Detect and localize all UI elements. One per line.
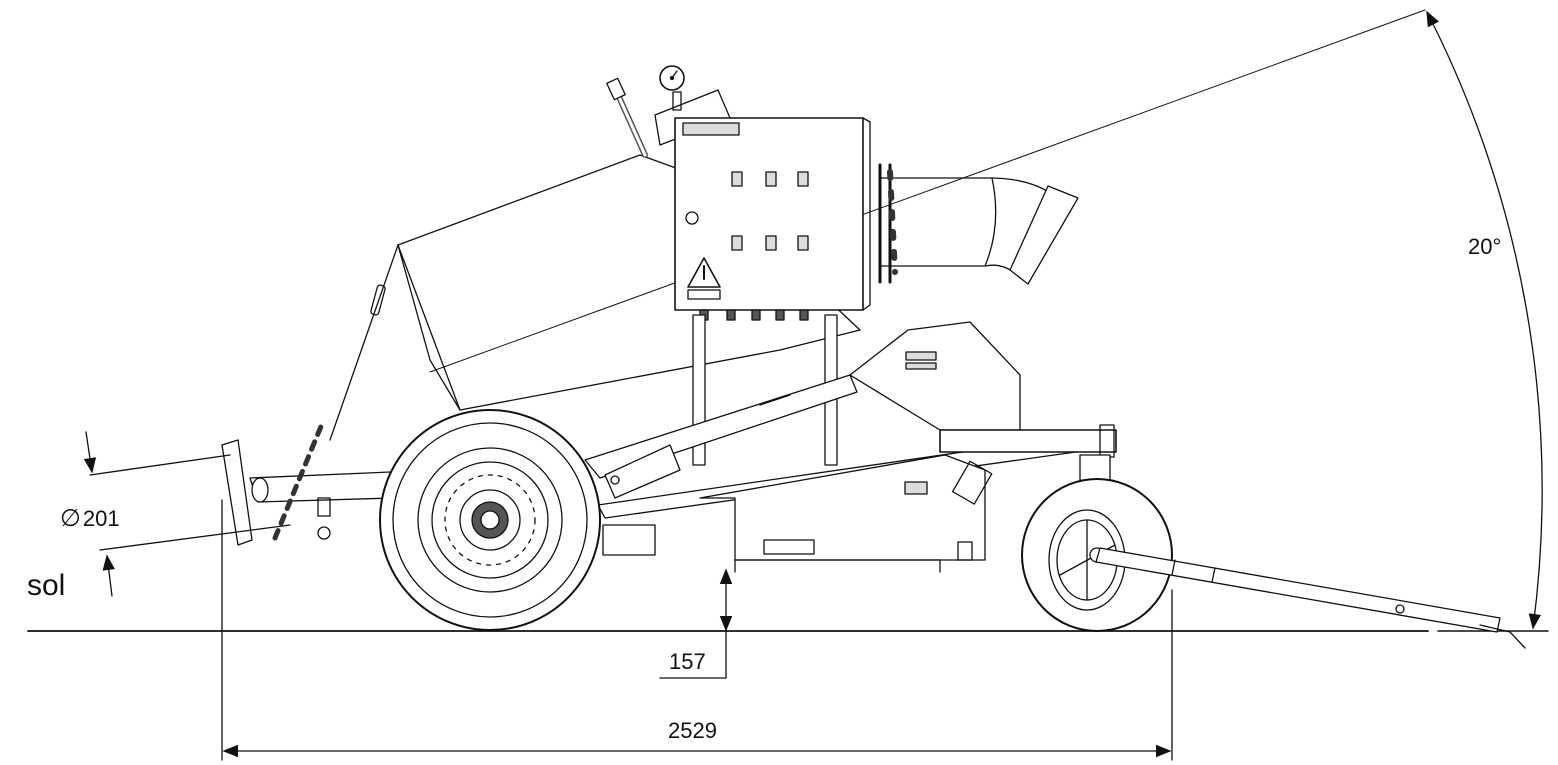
jockey-wheel (1021, 454, 1173, 632)
angle-label: 20° (1468, 234, 1502, 259)
clearance-label: 157 (669, 649, 706, 674)
diameter-value: 201 (82, 506, 120, 531)
tow-bar (1095, 547, 1526, 649)
ground-label: sol (27, 569, 66, 602)
lower-body (602, 454, 993, 573)
main-wheel (379, 409, 601, 631)
control-box (674, 117, 871, 321)
length-label: 2529 (668, 718, 717, 743)
diameter-symbol: ∅ (60, 505, 81, 532)
hydraulic-cylinder (604, 444, 681, 499)
diameter-label: ∅201 (60, 504, 120, 533)
outlet-elbow (878, 163, 1079, 285)
angle-dimension (1426, 10, 1543, 630)
clearance-dimension (659, 568, 733, 679)
diameter-dimension (83, 431, 291, 597)
hopper (329, 9, 1426, 441)
length-dimension (221, 499, 1173, 761)
inlet-pipe (221, 421, 393, 546)
warning-triangle-icon (687, 257, 721, 288)
engine-housing (849, 321, 1117, 458)
pressure-gauge-icon (659, 65, 685, 91)
